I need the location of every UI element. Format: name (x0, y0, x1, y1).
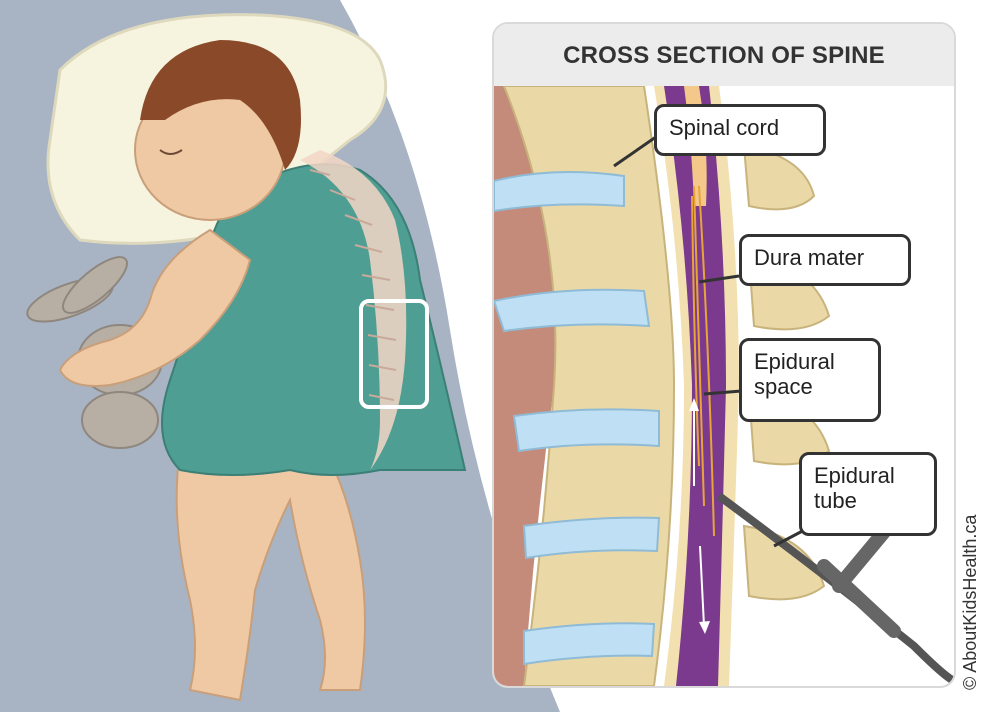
panel-title: CROSS SECTION OF SPINE (563, 42, 885, 69)
spine-overlay (300, 150, 407, 470)
dura-mater-label: Dura mater (739, 234, 911, 286)
closed-eye (159, 149, 183, 155)
child-legs (175, 448, 366, 702)
tube-hub (817, 519, 901, 638)
spinal-cord (664, 86, 726, 686)
panel-title-bar (494, 24, 954, 86)
epidural-tube-label: Epidural tube (799, 452, 937, 536)
child-hair (140, 40, 301, 170)
intervertebral-discs (494, 171, 661, 666)
spine-vertebrae-marks (309, 169, 397, 401)
spine-highlight-box (359, 299, 429, 409)
spine-cross-section-art (494, 86, 954, 686)
nerve-roots (691, 185, 715, 537)
flow-arrow-down (699, 545, 705, 627)
child-arm (58, 228, 252, 387)
spinal-cord-label: Spinal cord (654, 104, 826, 156)
flow-arrow-up-head (689, 398, 699, 411)
copyright-text: © AboutKidsHealth.ca (960, 514, 980, 690)
epidural-space-label: Epidural space (739, 338, 881, 422)
cross-section-panel: CROSS SECTION OF SPINE (492, 22, 956, 688)
muscle-tissue (494, 86, 561, 686)
flow-arrow-down-head (699, 621, 710, 634)
child-lying-illustration (0, 0, 560, 712)
